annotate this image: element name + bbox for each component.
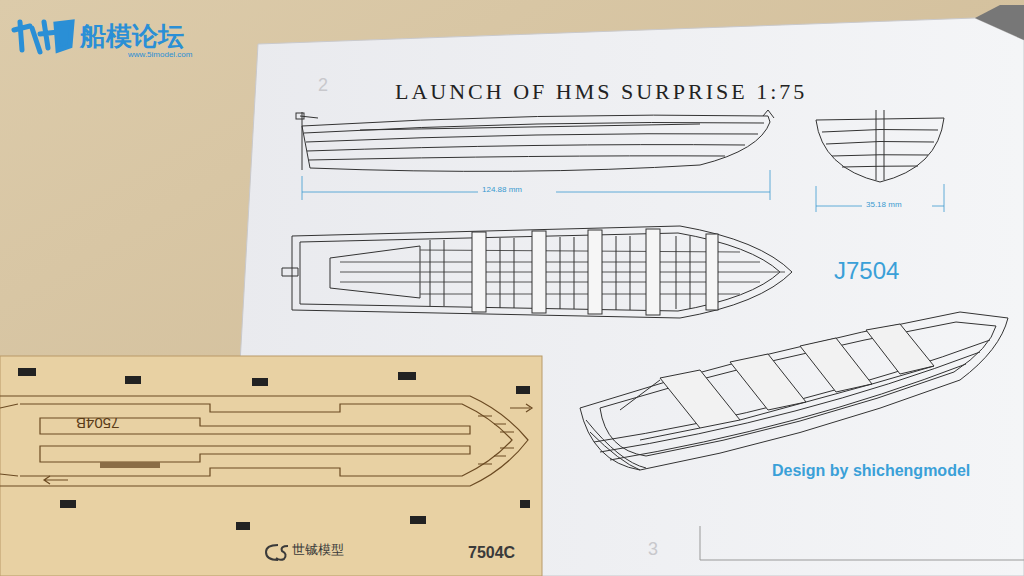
watermark-text: 船模论坛 [80,22,184,51]
watermark-logo [14,22,72,52]
dimension-line [816,184,944,212]
dimension-line [302,170,770,200]
part-number: 7504B [76,414,119,431]
dimension-text: 35.18 mm [866,201,902,210]
sheet-title: LAUNCH OF HMS SURPRISE 1:75 [395,80,807,104]
plan-view [282,226,792,318]
wood-sheet [0,356,542,576]
page-number: 3 [648,540,658,560]
part-number: 7504C [468,544,515,562]
end-view [816,110,944,182]
maker-name: 世铖模型 [292,543,344,557]
watermark-url: www.5imodel.com [128,51,192,60]
shadow [975,5,1024,40]
page-number: 2 [318,76,328,96]
dimension-text: 124.88 mm [482,186,522,195]
side-view [296,110,774,171]
model-code: J7504 [834,258,899,284]
perspective-view [580,312,1008,470]
designer-credit: Design by shichengmodel [772,462,970,480]
